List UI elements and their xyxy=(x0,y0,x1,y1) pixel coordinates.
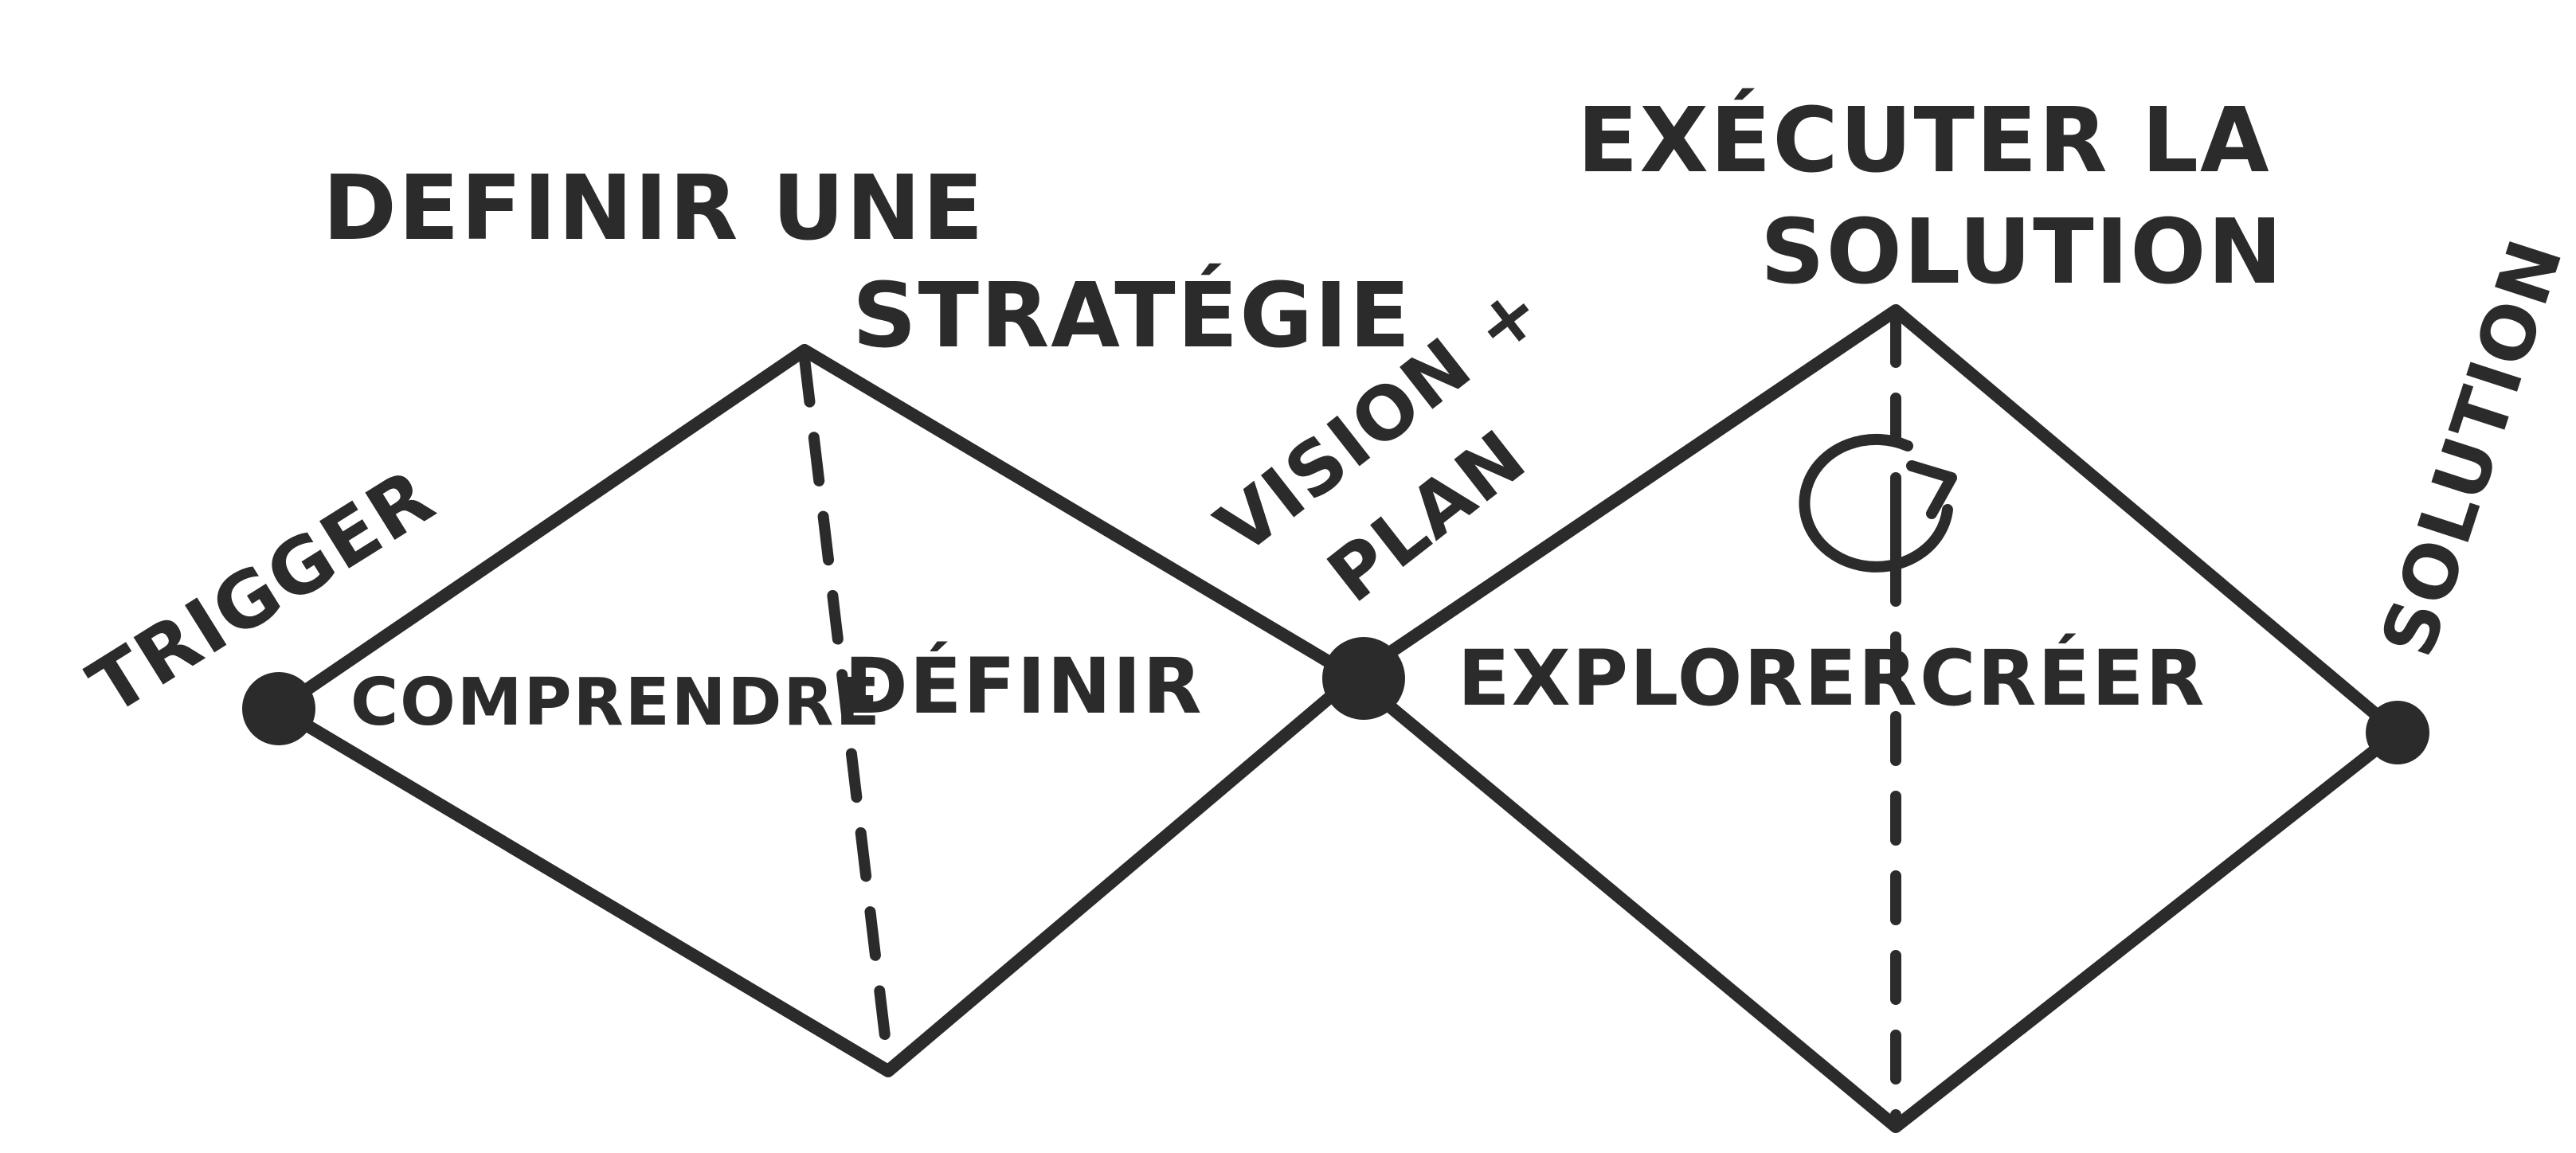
diamond-1-heading-line1: DEFINIR UNE xyxy=(323,157,985,260)
diamond-1-heading-line2: STRATÉGIE xyxy=(852,263,1411,368)
diamond-1-divider xyxy=(799,353,894,1069)
solution-node-dot xyxy=(2366,701,2429,764)
vision-plan-node-dot xyxy=(1322,637,1405,720)
creer-label: CRÉER xyxy=(1920,633,2206,723)
trigger-node-dot xyxy=(242,672,315,745)
explorer-label: EXPLORER xyxy=(1458,634,1919,723)
definir-phase-label: DÉFINIR xyxy=(844,641,1204,731)
diamond-2-heading-line1: EXÉCUTER LA xyxy=(1577,88,2271,193)
solution-label: SOLUTION xyxy=(2365,229,2576,666)
comprendre-label: COMPRENDRE xyxy=(350,665,882,741)
diamond-2-heading-line2: SOLUTION xyxy=(1760,201,2284,304)
iteration-cycle-icon xyxy=(1799,433,1957,575)
